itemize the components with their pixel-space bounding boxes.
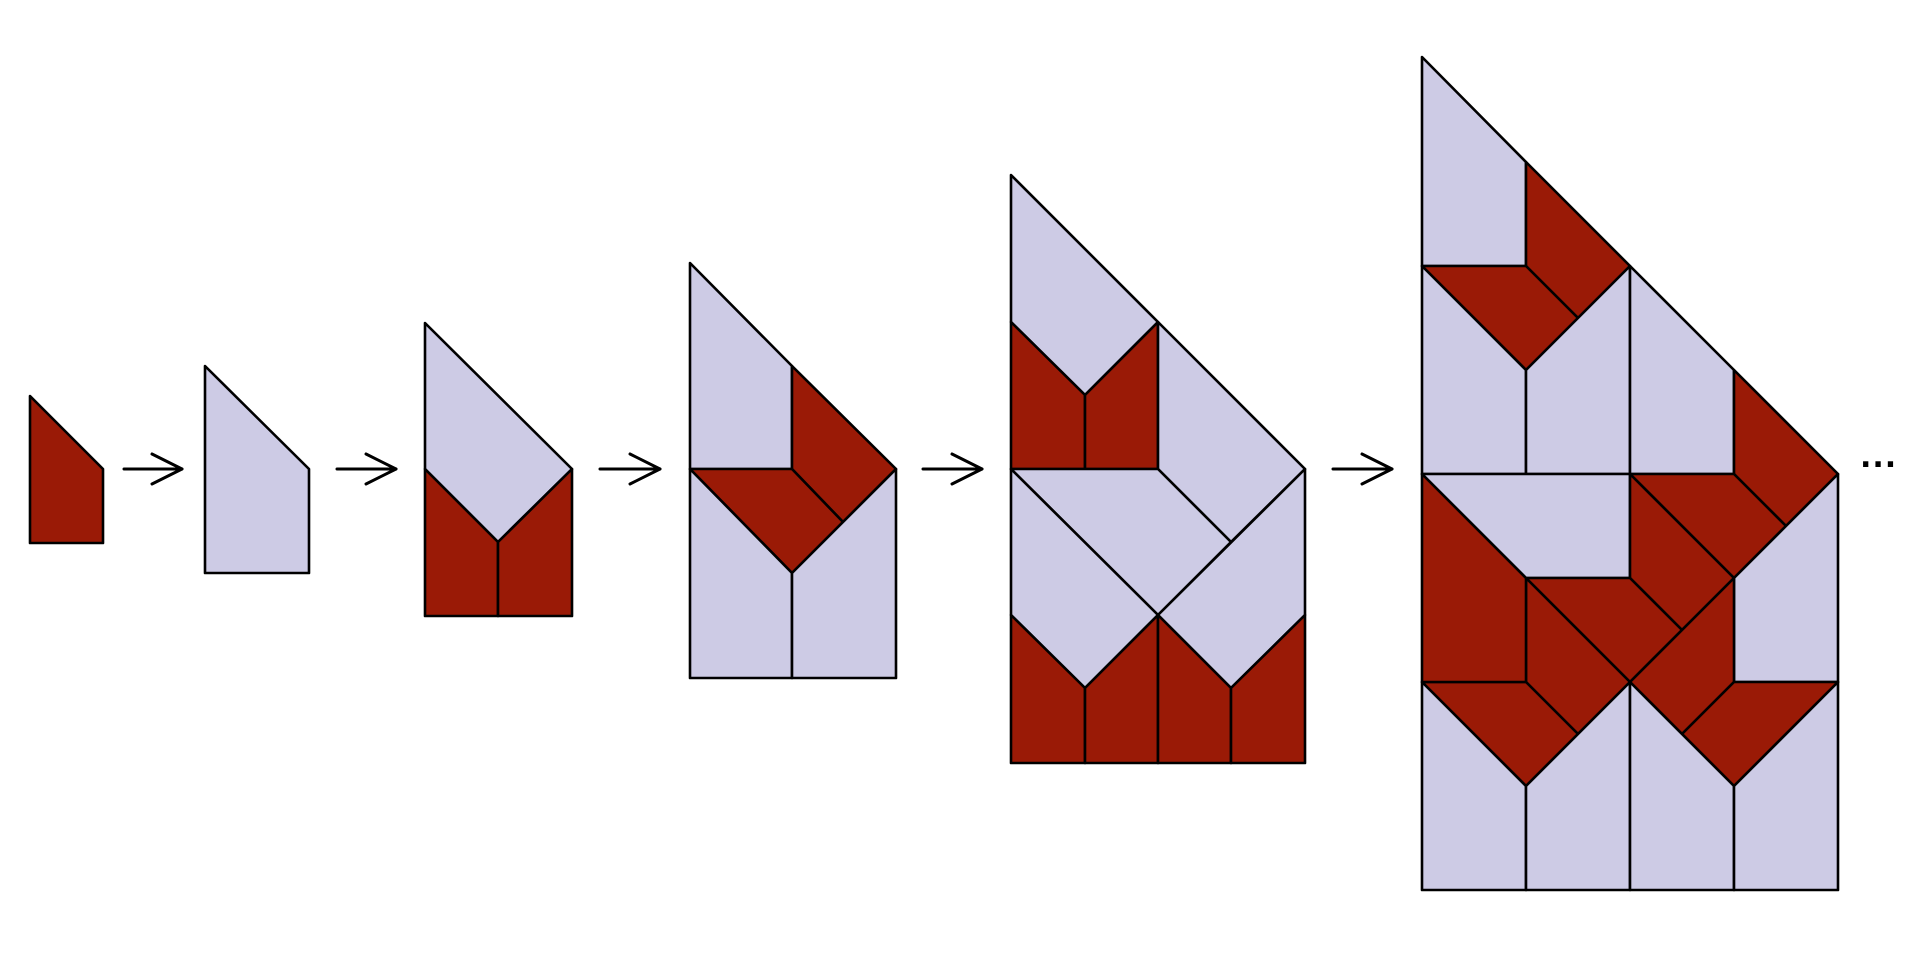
arrow-1 — [122, 452, 184, 486]
arrow-3 — [598, 452, 662, 486]
ellipsis: ... — [1860, 440, 1898, 475]
stage-6-tile-17 — [1420, 472, 1528, 684]
arrow-4 — [921, 452, 984, 486]
stage-6-tile-1 — [1420, 55, 1528, 268]
stage-4-tile-5 — [790, 467, 898, 680]
stage-6-tile-21 — [1732, 680, 1840, 892]
stage-5-tile-11 — [1229, 613, 1307, 765]
arrow-2 — [335, 452, 398, 486]
stage-1-tile-1 — [28, 394, 105, 545]
arrow-5 — [1331, 452, 1394, 486]
stage-2-tile-1 — [203, 364, 311, 575]
stage-6-tile-6 — [1628, 264, 1736, 476]
stage-3-tile-3 — [496, 467, 574, 618]
stage-4-tile-1 — [688, 261, 794, 471]
